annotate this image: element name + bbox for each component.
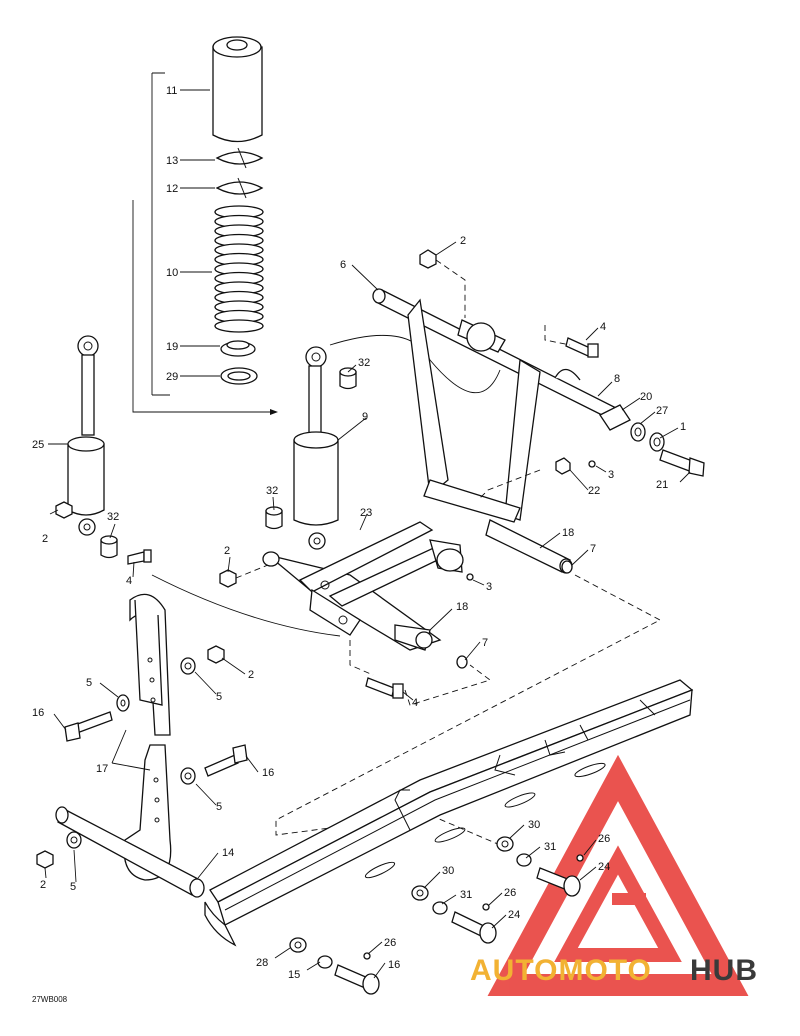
callout-4-front-shock: 4 xyxy=(126,575,132,587)
callout-2-front-shock: 2 xyxy=(42,533,48,545)
spring-seat xyxy=(220,340,256,357)
washer-1 xyxy=(649,432,665,452)
callout-16-middle: 16 xyxy=(262,767,274,779)
front-arm-assembly xyxy=(262,521,464,651)
shock-assembly-exploded xyxy=(132,36,278,415)
callout-4-top: 4 xyxy=(600,321,606,333)
callout-23: 23 xyxy=(360,507,372,519)
bolt-4-front-shock xyxy=(127,549,152,565)
callout-5-shaft: 5 xyxy=(70,881,76,893)
watermark-text: AUTOMOTO HUB xyxy=(470,954,758,987)
spring-coil xyxy=(214,319,264,333)
bushing-32-lower xyxy=(265,506,283,530)
callout-25: 25 xyxy=(32,439,44,451)
callout-13: 13 xyxy=(166,155,178,167)
callout-18-front: 18 xyxy=(456,601,468,613)
callout-9: 9 xyxy=(362,411,368,423)
washer-7-top xyxy=(561,560,573,574)
bolt-21 xyxy=(659,449,705,477)
callout-labels: 11 13 12 10 19 29 25 2 32 4 32 9 32 6 2 … xyxy=(32,85,686,981)
bolt-4-front-arm xyxy=(365,677,404,699)
washers-5-and-nuts-2 xyxy=(36,645,225,869)
grease-cap-3-front xyxy=(466,573,474,581)
callout-22: 22 xyxy=(588,485,600,497)
callout-10: 10 xyxy=(166,267,178,279)
callout-32-lower: 32 xyxy=(266,485,278,497)
callout-32-upper: 32 xyxy=(358,357,370,369)
bushing-32-front xyxy=(100,535,118,559)
bushing-32-upper xyxy=(339,367,357,390)
callout-11: 11 xyxy=(166,85,177,97)
washer-7-front xyxy=(456,655,468,669)
callout-24-middle: 24 xyxy=(508,909,520,921)
callout-7-front: 7 xyxy=(482,637,488,649)
nut-2-front-shock xyxy=(55,501,73,519)
nut-2-front-arm xyxy=(219,569,237,588)
callout-2-link: 2 xyxy=(248,669,254,681)
spring-washer xyxy=(220,367,258,385)
callout-30-upper: 30 xyxy=(528,819,540,831)
callout-4-front-arm: 4 xyxy=(412,697,418,709)
callout-1: 1 xyxy=(680,421,686,433)
bolt-16-upper xyxy=(64,711,113,742)
callout-14: 14 xyxy=(222,847,234,859)
callout-32-front: 32 xyxy=(107,511,119,523)
shock-boot xyxy=(212,36,263,143)
drawing-code: 27WB008 xyxy=(32,995,68,1004)
callout-18-rear: 18 xyxy=(562,527,574,539)
watermark-text-part2: HUB xyxy=(690,954,758,987)
callout-2-shaft: 2 xyxy=(40,879,46,891)
spring-collar-lower xyxy=(215,177,264,199)
callout-21: 21 xyxy=(656,479,668,491)
callout-20: 20 xyxy=(640,391,652,403)
callout-16-upper: 16 xyxy=(32,707,44,719)
callout-12: 12 xyxy=(166,183,178,195)
slide-rail xyxy=(204,679,694,947)
rail-hardware-middle xyxy=(411,885,497,944)
front-shock-absorber xyxy=(67,335,105,536)
callout-17: 17 xyxy=(96,763,108,775)
callout-26-middle: 26 xyxy=(504,887,516,899)
cross-shaft-14 xyxy=(55,806,205,898)
front-link-upper xyxy=(129,593,171,736)
grease-cap-3-top xyxy=(588,460,596,468)
callout-5-lower: 5 xyxy=(216,801,222,813)
callout-8: 8 xyxy=(614,373,620,385)
callout-2-top: 2 xyxy=(460,235,466,247)
spring-collar-upper xyxy=(215,147,264,169)
callout-26-upper: 26 xyxy=(598,833,610,845)
callout-29: 29 xyxy=(166,371,178,383)
callout-19: 19 xyxy=(166,341,178,353)
callout-31-upper: 31 xyxy=(544,841,556,853)
callout-5-link-left: 5 xyxy=(86,677,92,689)
coil-spring xyxy=(214,205,264,333)
watermark-text-part1: AUTOMOTO xyxy=(470,954,652,987)
callout-3-front: 3 xyxy=(486,581,492,593)
callout-31-middle: 31 xyxy=(460,889,472,901)
leader-lines xyxy=(44,89,691,979)
callout-30-middle: 30 xyxy=(442,865,454,877)
callout-7-rear: 7 xyxy=(590,543,596,555)
callout-2-front-arm: 2 xyxy=(224,545,230,557)
rail-hardware-lower xyxy=(289,937,380,995)
rear-arm-assembly xyxy=(372,288,622,574)
center-shock-absorber xyxy=(293,334,501,550)
callout-24-upper: 24 xyxy=(598,861,610,873)
bolt-16-middle xyxy=(204,744,248,777)
callout-27: 27 xyxy=(656,405,668,417)
callout-6: 6 xyxy=(340,259,346,271)
callout-15: 15 xyxy=(288,969,300,981)
washer-27 xyxy=(630,422,646,442)
callout-3-top: 3 xyxy=(608,469,614,481)
bushing-20 xyxy=(599,404,631,431)
nut-2-top xyxy=(419,249,437,269)
callout-5-link-right: 5 xyxy=(216,691,222,703)
callout-26-lower: 26 xyxy=(384,937,396,949)
grease-fitting-22 xyxy=(555,457,571,475)
bolt-4-top xyxy=(565,337,599,358)
callout-16-lower: 16 xyxy=(388,959,400,971)
callout-28: 28 xyxy=(256,957,268,969)
